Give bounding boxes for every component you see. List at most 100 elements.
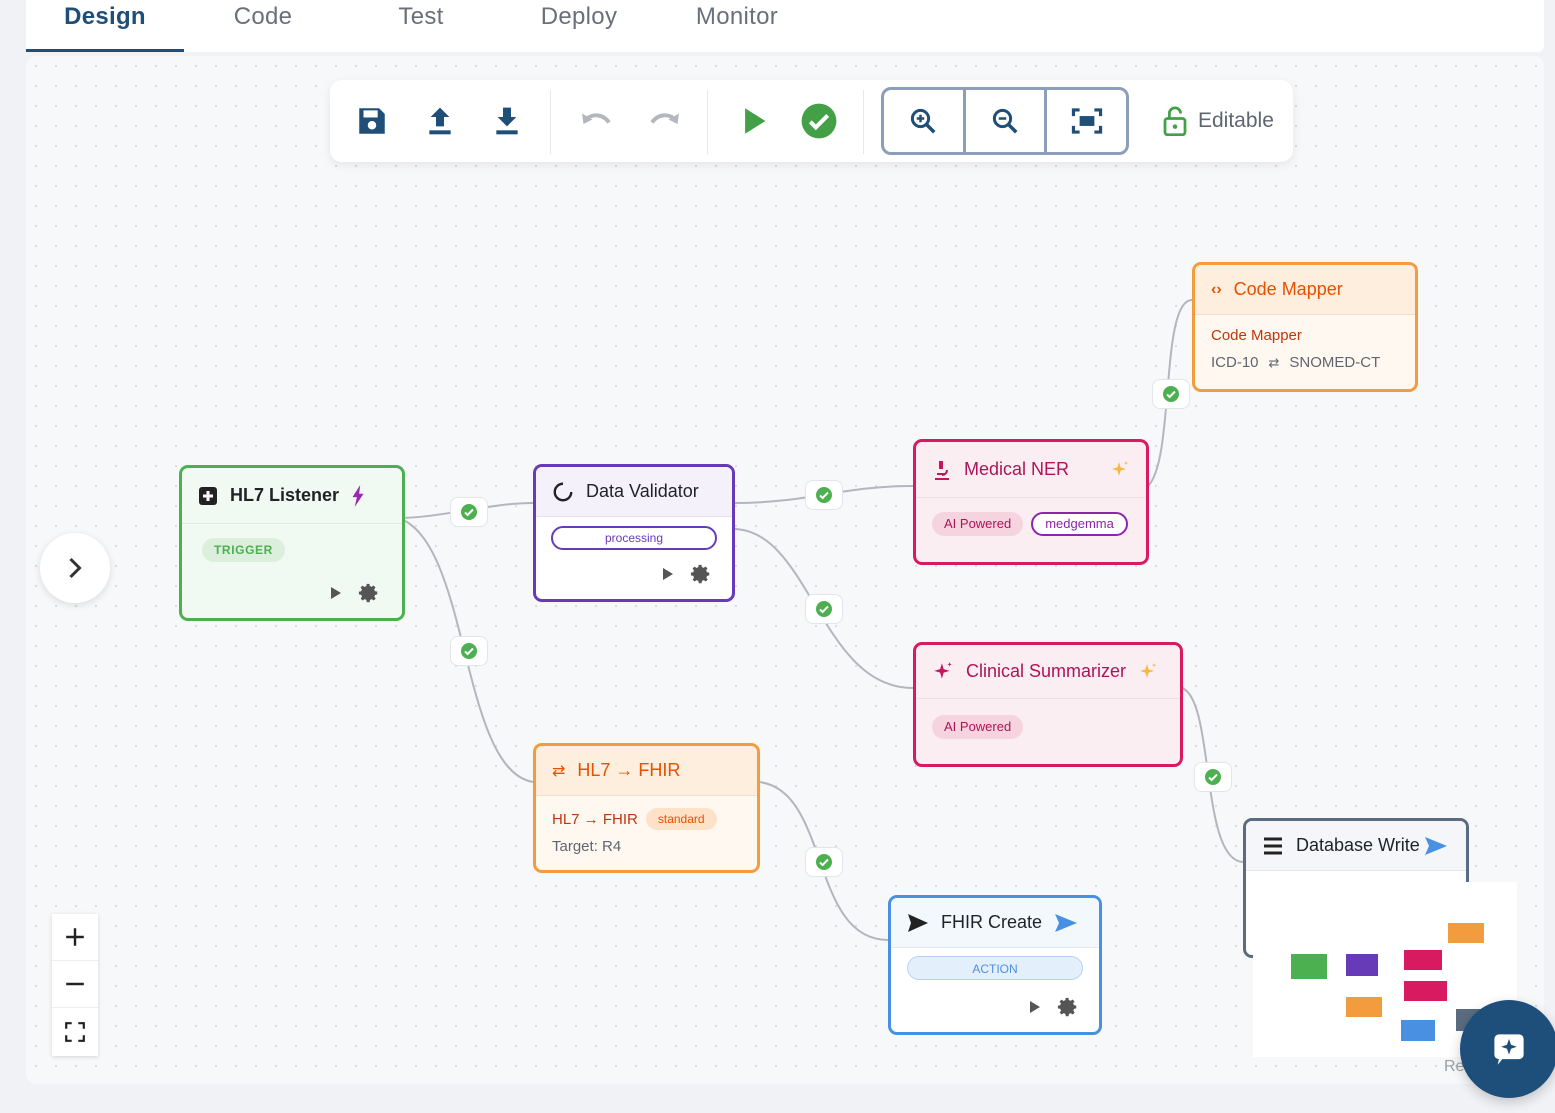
canvas-zoom-controls <box>52 914 98 1056</box>
minimap-node <box>1346 997 1382 1017</box>
edge-status-badge[interactable] <box>450 497 488 527</box>
zoom-out-button[interactable] <box>966 90 1048 152</box>
node-tag: standard <box>645 808 717 830</box>
check-icon <box>461 643 477 659</box>
canvas-zoom-out-button[interactable] <box>52 961 98 1008</box>
tab-monitor[interactable]: Monitor <box>695 3 779 30</box>
check-icon <box>816 601 832 617</box>
send-icon <box>908 913 928 932</box>
minimap-node <box>1346 954 1378 976</box>
chevron-right-icon <box>69 557 82 579</box>
download-button[interactable] <box>483 97 531 145</box>
redo-button[interactable] <box>640 97 688 145</box>
validate-button[interactable] <box>795 97 843 145</box>
editor-toolbar: Editable <box>330 80 1293 162</box>
check-circle-icon <box>801 103 837 139</box>
lock-status-label: Editable <box>1198 109 1274 132</box>
minimap-node <box>1404 981 1447 1001</box>
node-title: FHIR Create <box>941 912 1043 932</box>
minimap-node <box>1448 923 1484 943</box>
tab-design[interactable]: Design <box>26 0 184 52</box>
node-title: Data Validator <box>586 481 699 501</box>
zoom-in-icon <box>911 108 936 134</box>
edge-status-badge[interactable] <box>805 480 843 510</box>
send-icon <box>1424 836 1447 855</box>
edge-status-badge[interactable] <box>1194 762 1232 792</box>
lock-toggle[interactable]: Editable <box>1162 98 1274 144</box>
gear-icon[interactable] <box>690 563 712 585</box>
node-title: Code Mapper <box>1233 279 1343 299</box>
ai-assistant-button[interactable] <box>1460 1000 1555 1098</box>
check-icon <box>461 504 477 520</box>
redo-icon <box>650 113 679 124</box>
node-title: Medical NER <box>964 459 1070 479</box>
unlock-icon <box>1163 106 1187 136</box>
canvas-zoom-in-button[interactable] <box>52 914 98 961</box>
minimap-node <box>1291 954 1327 979</box>
play-icon <box>745 108 766 134</box>
node-tag: AI Powered <box>932 512 1024 536</box>
sidebar-expand-button[interactable] <box>40 533 110 603</box>
minimap-attribution: Re <box>1444 1058 1465 1075</box>
canvas-fit-view-button[interactable] <box>52 1008 98 1055</box>
hospital-icon <box>199 486 217 505</box>
node-status-badge: processing <box>551 526 717 550</box>
play-icon[interactable] <box>1029 1000 1041 1014</box>
upload-icon <box>429 107 451 135</box>
list-icon <box>1264 837 1282 854</box>
plus-icon <box>66 928 84 946</box>
node-medical-ner[interactable]: Medical NER AI Powered medgemma <box>913 439 1149 565</box>
node-tag: medgemma <box>1031 512 1128 536</box>
undo-icon <box>582 113 611 124</box>
save-button[interactable] <box>348 97 396 145</box>
check-icon <box>816 487 832 503</box>
swap-icon: ⇄ <box>1268 354 1280 370</box>
undo-button[interactable] <box>573 97 621 145</box>
zoom-button-group <box>881 87 1129 155</box>
fullscreen-icon <box>65 1021 85 1042</box>
minimap-node <box>1404 950 1442 970</box>
tab-test[interactable]: Test <box>398 3 444 30</box>
minus-icon <box>66 982 84 986</box>
fit-view-button[interactable] <box>1047 90 1126 152</box>
edge-status-badge[interactable] <box>1152 379 1190 409</box>
ai-chat-icon <box>1494 1034 1524 1065</box>
node-title: HL7 → FHIR <box>577 760 681 780</box>
gear-icon[interactable] <box>1057 996 1079 1018</box>
tab-deploy[interactable]: Deploy <box>540 3 618 30</box>
code-icon: ‹› <box>1211 280 1222 298</box>
save-icon <box>359 108 385 134</box>
check-icon <box>1205 769 1221 785</box>
sparkle-icon <box>1112 460 1128 476</box>
source-code-system: ICD-10 <box>1211 354 1259 371</box>
node-type-badge: TRIGGER <box>202 538 285 562</box>
node-subtitle: HL7 → FHIR <box>552 810 638 828</box>
node-tag: AI Powered <box>932 715 1024 739</box>
play-icon[interactable] <box>330 586 342 600</box>
node-code-mapper[interactable]: ‹› Code Mapper Code Mapper ICD-10 ⇄ SNOM… <box>1192 262 1418 392</box>
node-hl7-to-fhir[interactable]: ⇄ HL7 → FHIR HL7 → FHIR standard Target:… <box>533 743 760 873</box>
sparkle-icon <box>934 661 952 679</box>
upload-button[interactable] <box>416 97 464 145</box>
download-icon <box>496 107 518 135</box>
lightning-icon <box>352 484 364 507</box>
zoom-in-button[interactable] <box>884 90 966 152</box>
edge-status-badge[interactable] <box>450 636 488 666</box>
node-target: Target: R4 <box>552 838 622 855</box>
node-hl7-listener[interactable]: HL7 Listener TRIGGER <box>179 465 405 621</box>
loading-icon <box>553 482 573 501</box>
node-title: Database Write <box>1296 835 1420 855</box>
node-clinical-summarizer[interactable]: Clinical Summarizer AI Powered <box>913 642 1183 767</box>
run-button[interactable] <box>730 97 778 145</box>
check-icon <box>816 854 832 870</box>
edge-status-badge[interactable] <box>805 594 843 624</box>
node-title: HL7 Listener <box>230 485 340 505</box>
node-fhir-create[interactable]: FHIR Create ACTION <box>888 895 1102 1035</box>
node-subtitle: Code Mapper <box>1211 327 1302 344</box>
node-type-badge: ACTION <box>907 956 1083 980</box>
gear-icon[interactable] <box>358 582 380 604</box>
edge-status-badge[interactable] <box>805 847 843 877</box>
play-icon[interactable] <box>662 567 674 581</box>
node-data-validator[interactable]: Data Validator processing <box>533 464 735 602</box>
tab-code[interactable]: Code <box>233 3 293 30</box>
